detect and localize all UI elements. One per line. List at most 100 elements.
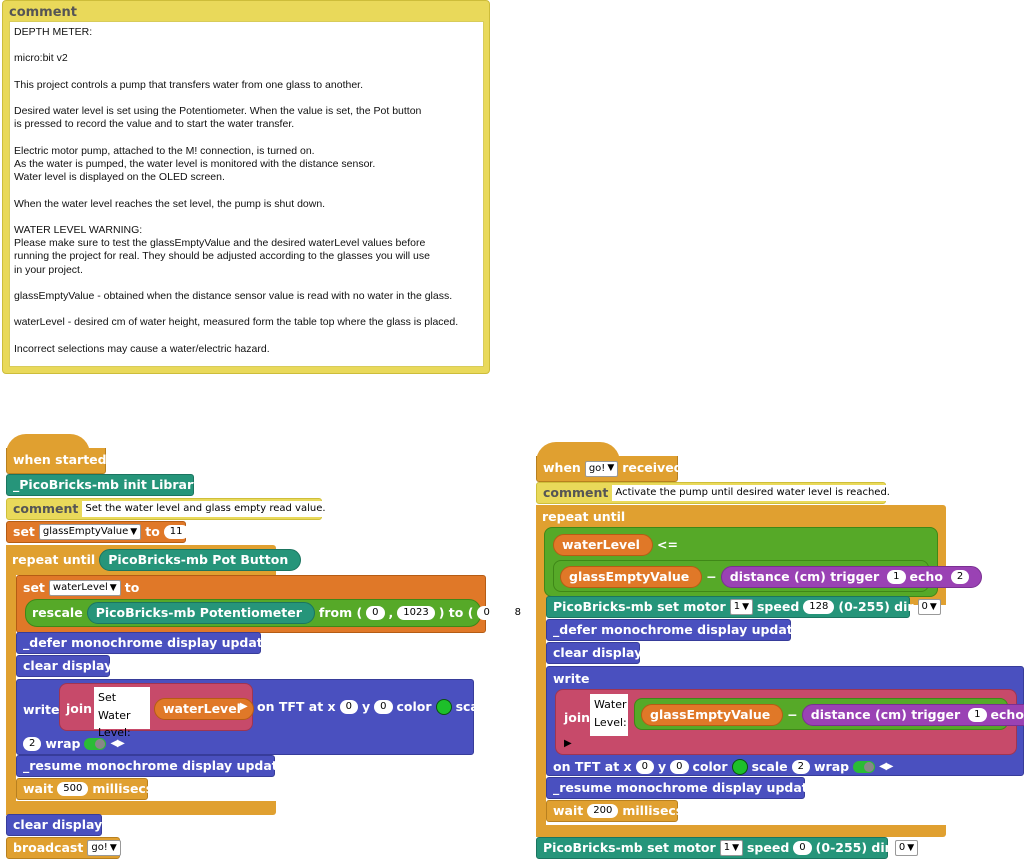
when-started-block[interactable]: when started [6,448,107,474]
echo-input[interactable]: 2 [950,570,970,584]
clear-display-block[interactable]: clear display [16,655,112,677]
potentiometer-reporter[interactable]: PicoBricks-mb Potentiometer [86,602,315,624]
repeat-until-block-2[interactable]: repeat until waterLevel <= glassEmptyVal… [536,505,983,837]
comment-inline-block[interactable]: comment Set the water level and glass em… [6,498,329,520]
value-input[interactable]: 11 [163,525,189,539]
rescale-reporter[interactable]: rescale PicoBricks-mb Potentiometer from… [25,599,537,627]
comment-line: glassEmptyValue - obtained when the dist… [14,289,453,302]
set-motor-block-2[interactable]: PicoBricks-mb set motor 1▼ speed 0 (0-25… [536,837,919,859]
resume-updates-block-2[interactable]: _resume monochrome display updates [546,777,824,799]
water-level-reporter[interactable]: waterLevel [154,698,254,720]
from-b-input[interactable]: 1023 [397,606,435,620]
y-input[interactable]: 0 [670,760,689,774]
distance-reporter[interactable]: distance (cm) trigger 1 echo 2 [801,704,1024,726]
trigger-input[interactable]: 1 [968,708,987,722]
set-motor-label: PicoBricks-mb set motor [553,598,726,614]
range-label: (0-255) dir [815,839,891,855]
comment-text[interactable]: Set the water level and glass empty read… [82,501,329,517]
pot-button-reporter[interactable]: PicoBricks-mb Pot Button [99,549,302,571]
from-label: from ( [318,604,363,620]
resume-label: _resume monochrome display updates [553,779,824,795]
wait-block[interactable]: wait 500 millisecs [16,778,153,800]
set-motor-block[interactable]: PicoBricks-mb set motor 1▼ speed 128 (0-… [546,596,941,618]
set-glass-empty-block[interactable]: set glassEmptyValue▼ to 11 [6,521,189,543]
comment-line: waterLevel - desired cm of water height,… [14,316,459,329]
init-library-block[interactable]: _PicoBricks-mb init Library [6,474,201,496]
from-a-input[interactable]: 0 [366,606,385,620]
speed-label: speed [756,598,800,614]
comment-line: Electric motor pump, attached to the M! … [14,144,315,157]
when-received-block[interactable]: when go!▼ received [536,456,683,482]
var-dropdown-2[interactable]: waterLevel▼ [48,580,121,596]
speed-input[interactable]: 128 [803,600,835,614]
motor-dropdown[interactable]: 1▼ [719,840,743,856]
comment-text[interactable]: Activate the pump until desired water le… [612,485,893,501]
to-a-input[interactable]: 0 [477,606,496,620]
minus-reporter-2[interactable]: glassEmptyValue − distance (cm) trigger … [634,698,1024,730]
expand-arrow-icon[interactable]: ▶ [240,701,248,712]
trigger-input[interactable]: 1 [887,570,906,584]
scale-label: scale [455,698,492,714]
arrows-icon[interactable]: ◀▶ [110,738,124,749]
wait-block-2[interactable]: wait 200 millisecs [546,800,683,822]
wait-label: wait [23,780,54,796]
resume-updates-block[interactable]: _resume monochrome display updates [16,755,294,777]
broadcast-block[interactable]: broadcast go!▼ [6,837,121,859]
clear-display-block-2[interactable]: clear display [6,814,102,836]
broadcast-label: broadcast [13,839,84,855]
wait-input[interactable]: 200 [587,804,619,818]
close-paren: ) [530,604,537,620]
water-level-reporter[interactable]: waterLevel [553,534,653,556]
x-input[interactable]: 0 [635,760,654,774]
defer-updates-block[interactable]: _defer monochrome display updates [16,632,279,654]
repeat-until-block[interactable]: repeat until PicoBricks-mb Pot Button [6,545,302,815]
comment-line: When the water level reaches the set lev… [14,197,326,210]
wait-input[interactable]: 500 [57,782,89,796]
scale-input[interactable]: 2 [791,760,810,774]
wrap-toggle[interactable] [84,738,107,750]
comment-label: comment [13,500,79,516]
glass-empty-reporter[interactable]: glassEmptyValue [560,566,703,588]
defer-label: _defer monochrome display updates [553,621,809,637]
to-b-input[interactable]: 8 [508,606,527,620]
speed-input[interactable]: 0 [793,841,812,855]
distance-reporter[interactable]: distance (cm) trigger 1 echo 2 [720,566,983,588]
scale-input[interactable]: 2 [23,737,42,751]
message-dropdown[interactable]: go!▼ [584,460,619,477]
broadcast-dropdown[interactable]: go!▼ [87,840,121,856]
set-water-level-block[interactable]: set waterLevel▼ to rescale PicoBricks-mb… [16,575,537,633]
glass-empty-reporter[interactable]: glassEmptyValue [641,704,784,726]
x-input[interactable]: 0 [339,700,358,714]
dir-dropdown[interactable]: 0▼ [917,599,941,615]
dir-dropdown[interactable]: 0▼ [894,840,919,856]
when-started-label: when started [13,452,107,468]
comment-line: DEPTH METER: [14,26,93,38]
comment-line [14,132,479,145]
defer-label: _defer monochrome display updates [23,634,279,650]
comment-inline-block-2[interactable]: comment Activate the pump until desired … [536,482,893,504]
le-reporter[interactable]: waterLevel <= glassEmptyValue − distance… [544,527,983,597]
motor-dropdown[interactable]: 1▼ [729,599,753,615]
defer-updates-block-2[interactable]: _defer monochrome display updates [546,619,809,641]
expand-arrow-icon[interactable]: ▶ [564,738,572,749]
arrows-icon[interactable]: ◀▶ [879,761,893,772]
y-input[interactable]: 0 [374,700,393,714]
wrap-toggle[interactable] [853,761,876,773]
var-dropdown[interactable]: glassEmptyValue▼ [38,524,142,540]
clear-display-block-3[interactable]: clear display [546,642,642,664]
comment-line: Desired water level is set using the Pot… [14,105,422,118]
color-swatch[interactable] [731,759,748,775]
color-swatch[interactable] [435,699,452,715]
minus-reporter[interactable]: glassEmptyValue − distance (cm) trigger … [553,560,983,592]
init-library-label: _PicoBricks-mb init Library [13,476,202,492]
when-label: when [543,460,581,476]
